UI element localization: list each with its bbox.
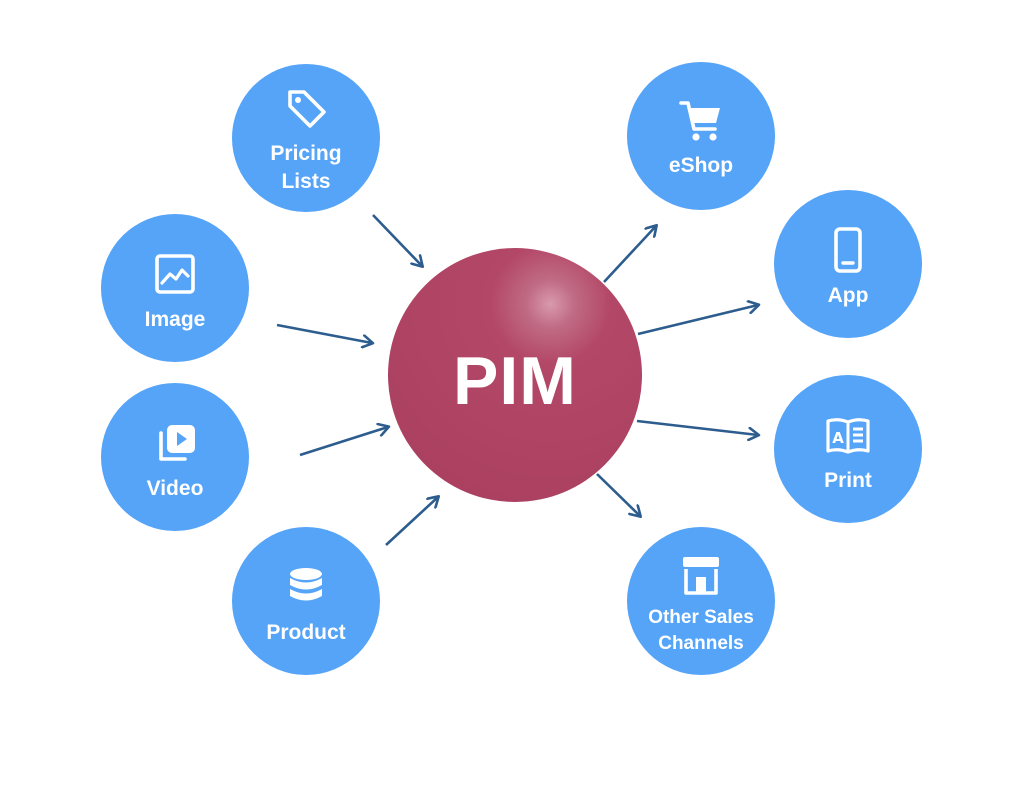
pim-hub: PIM: [388, 248, 642, 502]
image-icon: [155, 254, 195, 294]
node-print: A Print: [774, 375, 922, 523]
node-product: Product: [232, 527, 380, 675]
node-eshop-label: eShop: [668, 154, 734, 177]
arrow-product-to-pim: [385, 497, 438, 546]
node-pricing-lists-label: Pricing Lists: [270, 142, 342, 193]
node-video: Video: [101, 383, 249, 531]
database-icon: [290, 568, 322, 601]
node-image: Image: [101, 214, 249, 362]
storefront-icon: [683, 557, 719, 595]
shopping-cart-icon: [679, 101, 720, 141]
arrow-pim-to-app: [637, 305, 758, 336]
node-print-label: Print: [824, 469, 872, 492]
node-eshop: eShop: [627, 62, 775, 210]
node-image-label: Image: [144, 308, 206, 331]
arrow-image-to-pim: [276, 323, 372, 343]
video-icon: [159, 425, 195, 461]
arrow-pim-to-print: [636, 419, 758, 435]
price-tag-icon: [288, 90, 326, 128]
svg-text:A: A: [832, 429, 844, 447]
arrow-pricing-lists-to-pim: [372, 214, 422, 266]
node-pricing-lists: Pricing Lists: [232, 64, 380, 212]
node-other-sales-channels-label: Other Sales Channels: [648, 607, 754, 654]
arrow-pim-to-other-sales-channels: [596, 473, 640, 516]
node-product-label: Product: [266, 621, 346, 644]
node-video-label: Video: [146, 477, 204, 500]
arrow-video-to-pim: [299, 427, 388, 457]
node-app-label: App: [827, 284, 869, 307]
node-other-sales-channels: Other Sales Channels: [627, 527, 775, 675]
pim-hub-label: PIM: [453, 343, 577, 419]
mobile-phone-icon: [834, 227, 862, 273]
open-book-icon: A: [826, 418, 870, 454]
arrow-pim-to-eshop: [603, 226, 656, 283]
node-app: App: [774, 190, 922, 338]
